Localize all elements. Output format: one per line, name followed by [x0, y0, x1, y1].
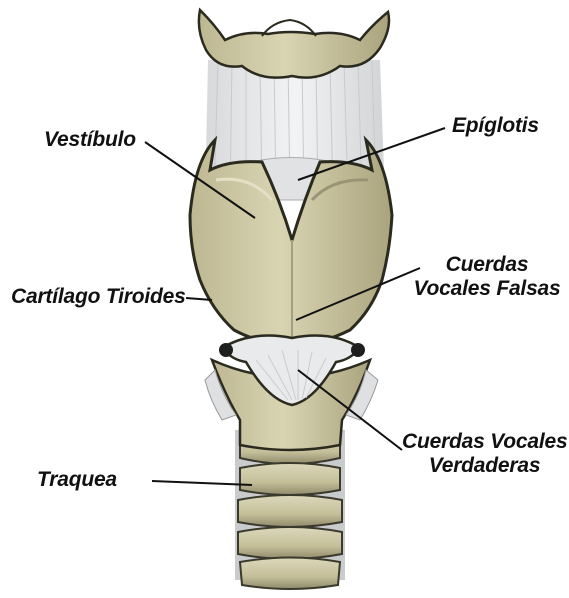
label-vestibulo: Vestíbulo	[44, 128, 136, 152]
label-traquea: Traquea	[37, 468, 117, 492]
trachea	[235, 430, 345, 589]
label-cartilago-tiroides: Cartílago Tiroides	[11, 285, 186, 309]
label-cuerdas-vocales-verdaderas: Cuerdas Vocales Verdaderas	[402, 430, 567, 478]
label-cuerdas-vocales-falsas: Cuerdas Vocales Falsas	[412, 253, 562, 301]
label-epiglotis: Epíglotis	[452, 114, 539, 138]
